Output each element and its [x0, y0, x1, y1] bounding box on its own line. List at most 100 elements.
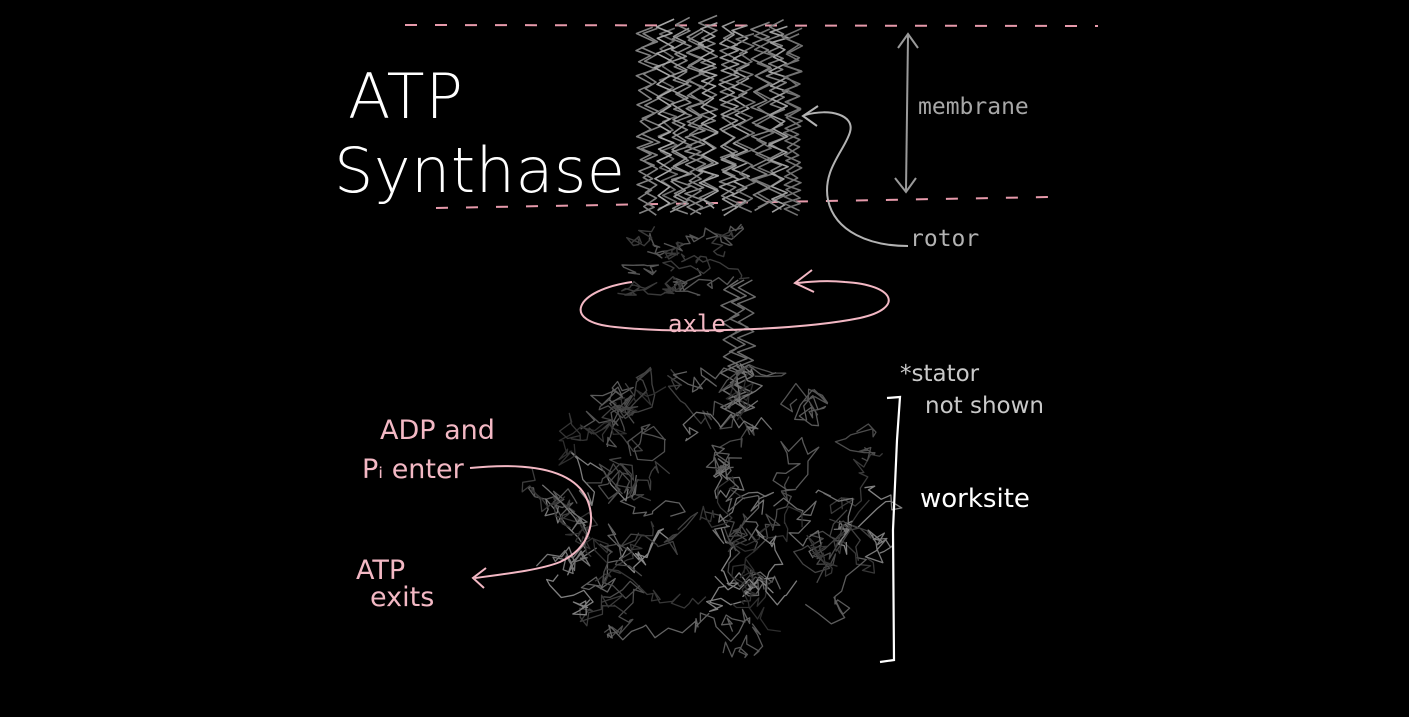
- rotor-pointer-arrow: [801, 105, 909, 247]
- protein-strand: [606, 457, 635, 495]
- protein-strand: [586, 463, 631, 504]
- protein-strand: [731, 564, 769, 609]
- protein-strand: [864, 529, 894, 564]
- protein-strand: [829, 518, 872, 561]
- protein-strand: [718, 411, 756, 449]
- protein-strand: [780, 382, 829, 416]
- protein-strand: [672, 277, 701, 296]
- protein-strand: [712, 491, 775, 545]
- protein-strand: [705, 575, 760, 613]
- protein-strand: [815, 489, 854, 538]
- protein-strand: [620, 511, 699, 556]
- protein-strand: [750, 21, 772, 212]
- protein-strand: [834, 423, 877, 462]
- protein-strand: [599, 543, 643, 600]
- worksite-label: worksite: [920, 484, 1030, 514]
- protein-strand: [664, 241, 684, 260]
- protein-strand: [663, 227, 719, 252]
- protein-strand: [667, 368, 713, 430]
- title-line-2: Synthase: [334, 134, 626, 207]
- protein-strand: [579, 594, 627, 627]
- membrane-top-boundary: [404, 24, 1099, 27]
- protein-strand: [755, 528, 798, 606]
- protein-strand: [804, 556, 867, 625]
- protein-strand: [603, 580, 645, 639]
- rotor-helices: [635, 14, 804, 217]
- protein-strand: [753, 28, 775, 209]
- protein-strand: [806, 534, 838, 577]
- rotor-label: rotor: [910, 226, 980, 252]
- protein-strand: [682, 411, 773, 442]
- protein-strand: [662, 255, 711, 275]
- protein-strand: [605, 568, 707, 609]
- protein-strand: [552, 547, 597, 575]
- protein-strand: [718, 20, 740, 217]
- protein-strand: [719, 223, 745, 246]
- protein-strand: [711, 230, 735, 258]
- protein-strand: [590, 380, 634, 413]
- protein-strand: [837, 485, 903, 555]
- stator-label: *stator: [900, 361, 980, 387]
- protein-strand: [627, 460, 671, 502]
- protein-strand: [580, 406, 622, 448]
- protein-strand: [722, 623, 764, 659]
- protein-strand: [558, 412, 610, 443]
- membrane-label: membrane: [918, 94, 1029, 120]
- protein-strand: [712, 363, 787, 416]
- protein-strand: [734, 32, 756, 213]
- protein-strand: [618, 528, 671, 574]
- protein-strand: [699, 476, 746, 528]
- protein-strand: [733, 544, 781, 633]
- protein-strand: [672, 364, 777, 393]
- protein-strand: [685, 30, 707, 216]
- protein-strand: [653, 18, 675, 212]
- protein-strand: [833, 499, 876, 574]
- protein-strand: [640, 27, 662, 216]
- protein-strand: [680, 253, 750, 280]
- worksite-bracket: [879, 395, 902, 664]
- protein-strand: [558, 421, 627, 466]
- protein-strand: [521, 467, 576, 529]
- substrate-product-arrow: [469, 465, 593, 589]
- protein-strand: [765, 18, 788, 211]
- axle-label: axle: [668, 310, 726, 338]
- protein-strand: [670, 16, 693, 215]
- worksite-structure: [521, 363, 903, 659]
- protein-strand: [684, 27, 706, 215]
- membrane-thickness-arrow: [894, 32, 919, 194]
- atp-label-line-2: exits: [370, 582, 435, 613]
- stator-note-label: not shown: [925, 393, 1044, 419]
- protein-strand: [713, 458, 745, 499]
- protein-strand: [772, 436, 820, 492]
- protein-strand: [718, 31, 741, 212]
- protein-strand: [730, 24, 751, 210]
- protein-strand: [545, 574, 594, 616]
- protein-strand: [697, 21, 720, 209]
- protein-strand: [619, 474, 686, 517]
- axle-structure: [617, 223, 757, 419]
- protein-strand: [705, 444, 734, 475]
- atp-label-line-1: ATP: [356, 555, 406, 586]
- protein-strand: [773, 497, 822, 559]
- protein-strand: [794, 389, 827, 427]
- protein-strand: [606, 612, 710, 641]
- protein-strand: [662, 281, 681, 295]
- axle-rotation-arrow: [579, 269, 890, 332]
- protein-strand: [621, 264, 660, 276]
- protein-strand: [617, 280, 646, 296]
- protein-strand: [782, 33, 803, 212]
- protein-strand: [594, 521, 655, 584]
- protein-strand: [626, 225, 656, 247]
- protein-strand: [725, 457, 760, 541]
- protein-strand: [611, 368, 652, 420]
- protein-strand: [627, 423, 667, 462]
- protein-strand: [727, 279, 749, 419]
- protein-strand: [630, 276, 683, 296]
- adp-label-line-1: ADP and: [380, 415, 495, 446]
- protein-strand: [535, 498, 587, 576]
- protein-strand: [727, 505, 803, 553]
- protein-strand: [699, 608, 751, 642]
- protein-strand: [564, 525, 609, 564]
